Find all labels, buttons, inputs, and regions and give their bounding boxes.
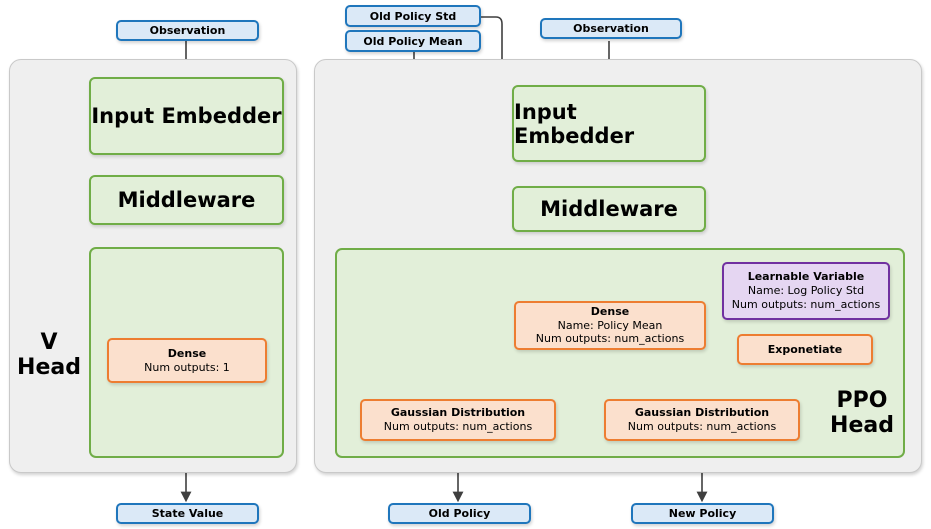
input-old-policy-std[interactable]: Old Policy Std [345,5,481,27]
ppo-gaussian-old-title: Gaussian Distribution [390,406,526,420]
input-observation-ppo[interactable]: Observation [540,18,682,39]
ppo-gaussian-distribution-old[interactable]: Gaussian Distribution Num outputs: num_a… [360,399,556,441]
v-middleware[interactable]: Middleware [89,175,284,225]
input-observation-ppo-label: Observation [573,22,649,35]
input-observation-v[interactable]: Observation [116,20,259,41]
ppo-gaussian-old-numoutputs: Num outputs: num_actions [383,420,533,433]
ppo-dense-title: Dense [590,304,630,318]
ppo-head-label: PPO Head [822,388,902,439]
v-input-embedder[interactable]: Input Embedder [89,77,284,155]
ppo-learnable-variable-title: Learnable Variable [747,269,865,283]
ppo-exponetiate-title: Exponetiate [767,342,843,356]
ppo-dense-name: Name: Policy Mean [557,318,663,332]
ppo-input-embedder-label: Input Embedder [514,99,635,148]
v-input-embedder-label: Input Embedder [91,104,282,128]
v-dense-numoutputs: Num outputs: 1 [144,360,230,374]
v-dense-title: Dense [167,346,207,360]
ppo-dense-numoutputs: Num outputs: num_actions [535,332,685,346]
output-new-policy-label: New Policy [668,507,737,520]
output-state-value[interactable]: State Value [116,503,259,524]
v-dense[interactable]: Dense Num outputs: 1 [107,338,267,383]
input-old-policy-mean-label: Old Policy Mean [363,34,463,48]
ppo-middleware[interactable]: Middleware [512,186,706,232]
ppo-dense-policy-mean[interactable]: Dense Name: Policy Mean Num outputs: num… [514,301,706,350]
input-old-policy-mean[interactable]: Old Policy Mean [345,30,481,52]
ppo-gaussian-new-numoutputs: Num outputs: num_actions [627,420,777,433]
v-head-label-line1: V [40,330,58,355]
ppo-head-label-line2: Head [830,413,894,439]
output-old-policy[interactable]: Old Policy [388,503,531,524]
v-head-label-line2: Head [17,355,81,381]
ppo-head-label-line1: PPO [836,388,888,413]
input-old-policy-std-label: Old Policy Std [369,9,457,23]
output-old-policy-label: Old Policy [428,507,491,520]
v-head-label: V Head [14,330,84,381]
ppo-learnable-variable-name: Name: Log Policy Std [747,283,865,297]
v-middleware-label: Middleware [117,188,256,212]
ppo-learnable-variable[interactable]: Learnable Variable Name: Log Policy Std … [722,262,890,320]
ppo-learnable-variable-numoutputs: Num outputs: num_actions [731,298,881,312]
output-state-value-label: State Value [151,507,224,520]
input-observation-v-label: Observation [149,24,226,37]
ppo-gaussian-new-title: Gaussian Distribution [634,406,770,420]
ppo-gaussian-distribution-new[interactable]: Gaussian Distribution Num outputs: num_a… [604,399,800,441]
ppo-input-embedder[interactable]: Input Embedder [512,85,706,162]
ppo-middleware-label: Middleware [540,197,678,221]
output-new-policy[interactable]: New Policy [631,503,774,524]
ppo-exponetiate[interactable]: Exponetiate [737,334,873,365]
